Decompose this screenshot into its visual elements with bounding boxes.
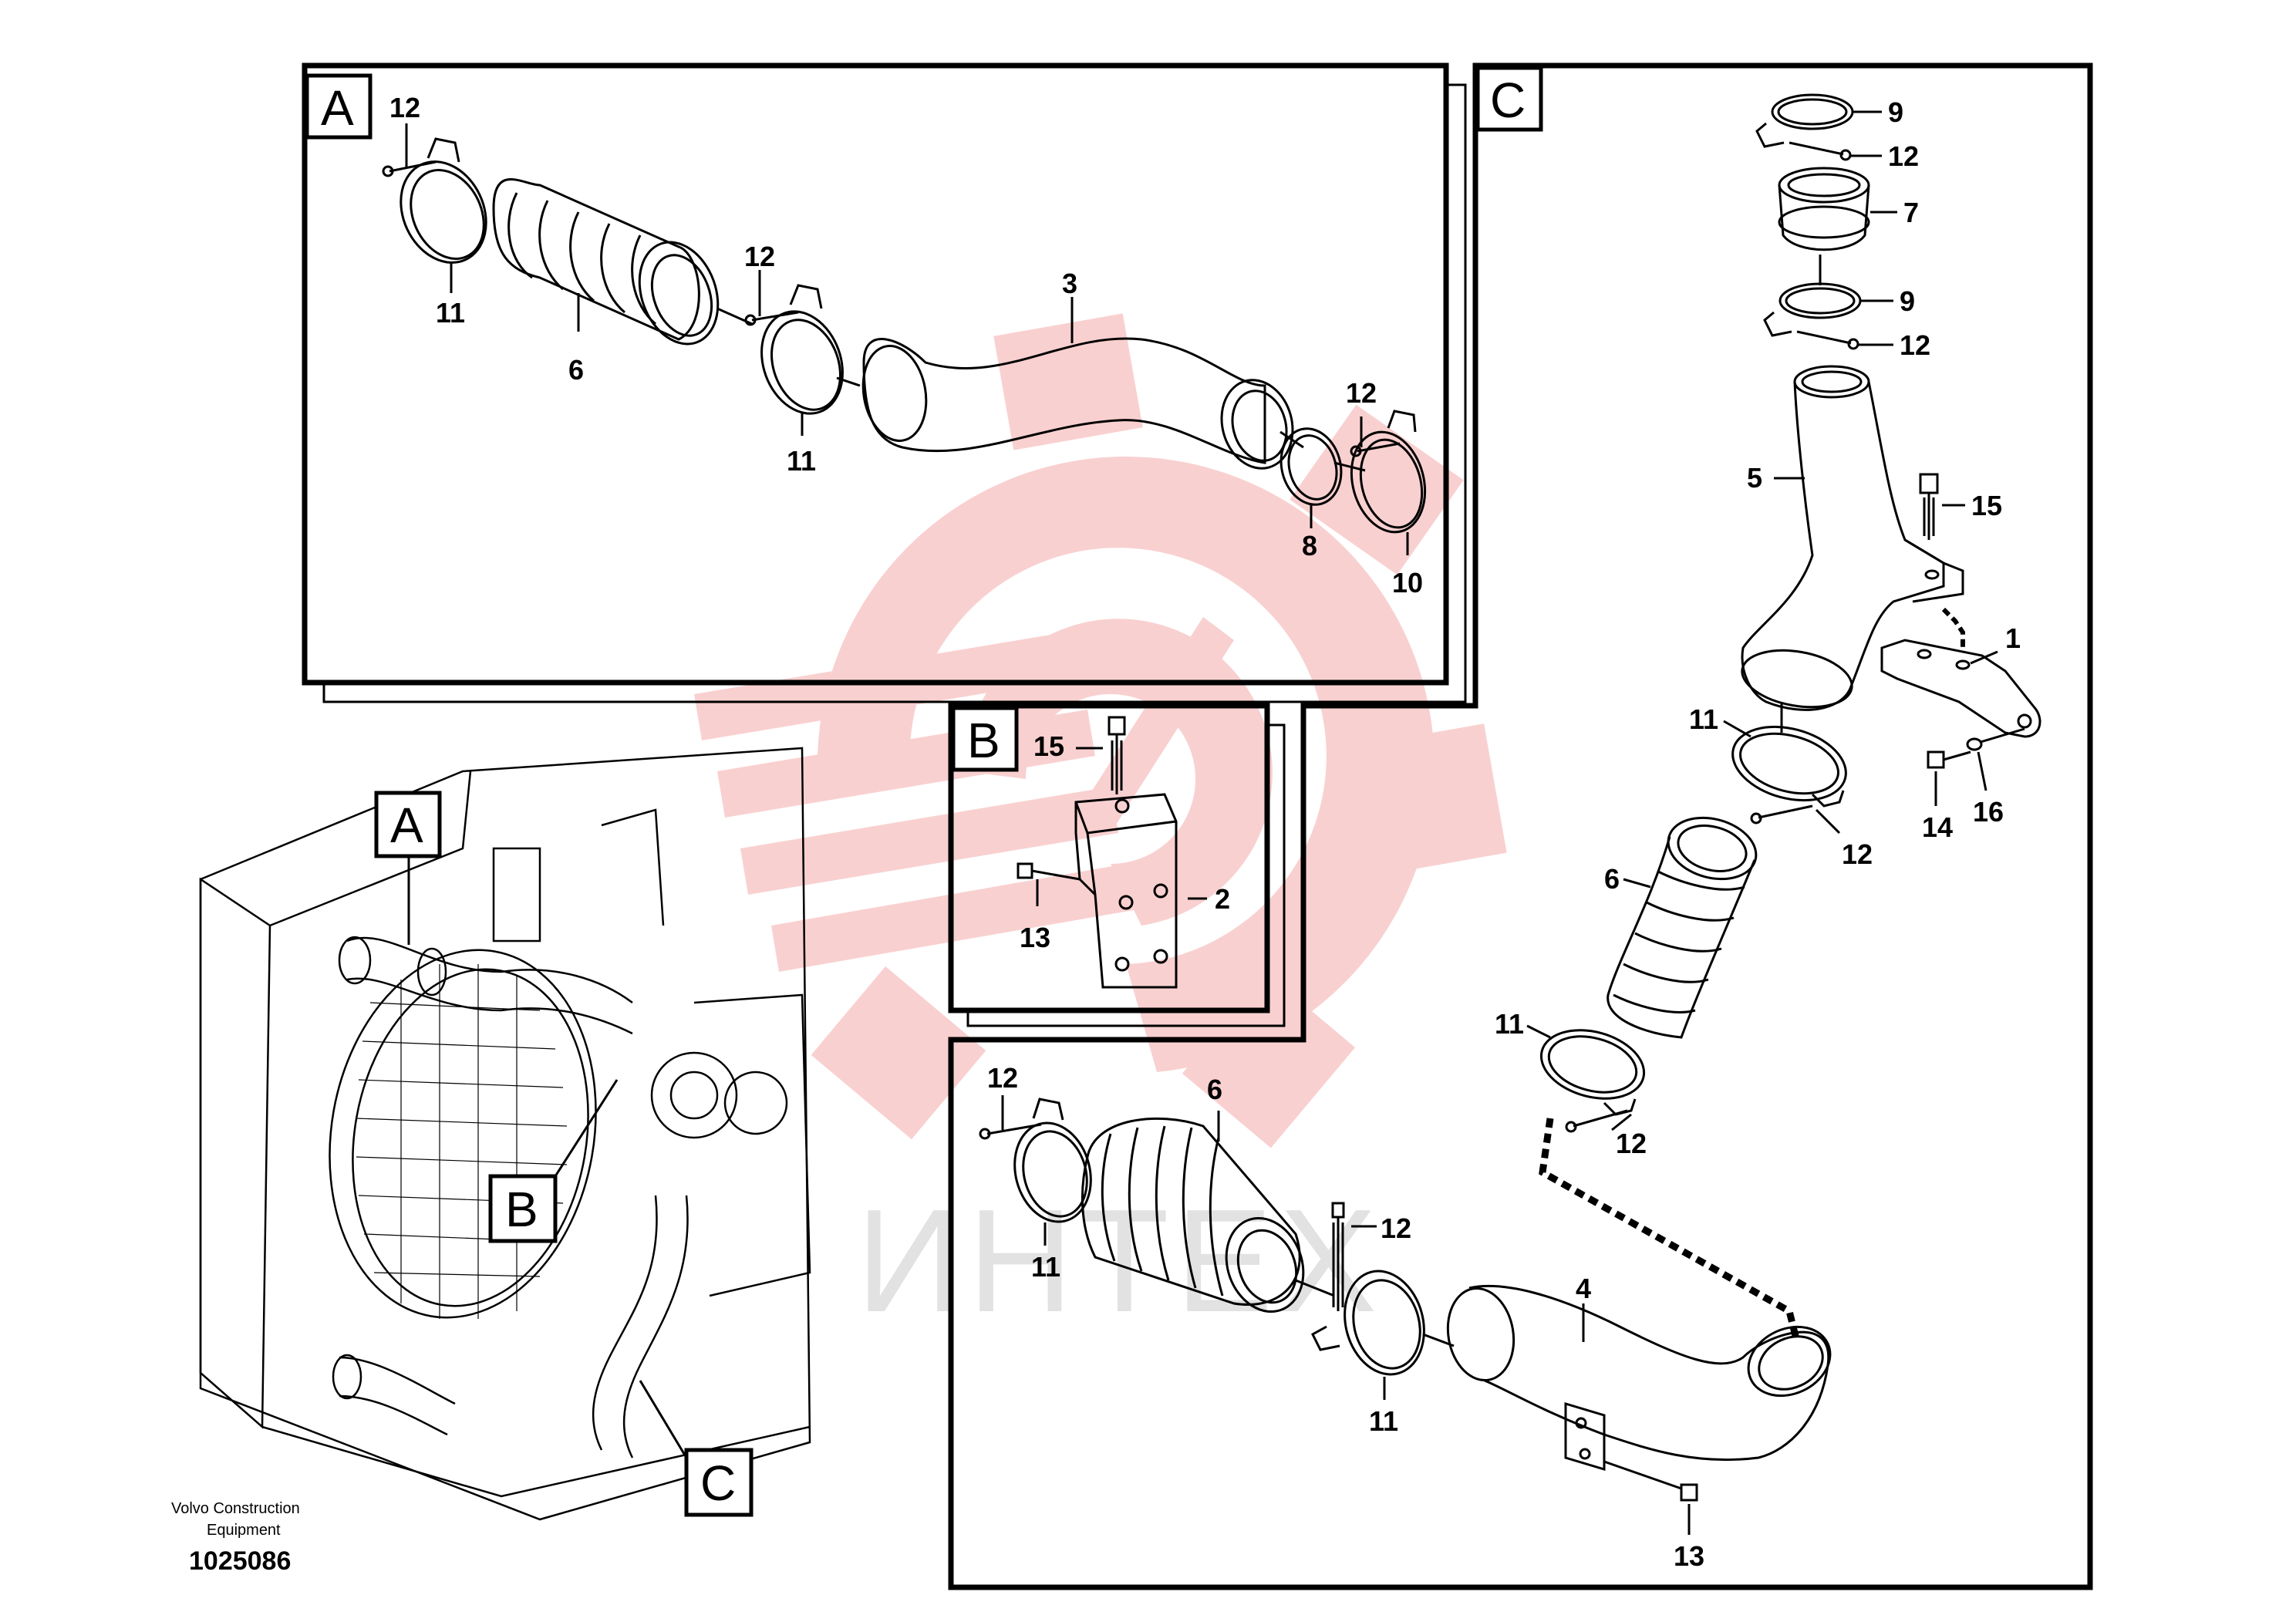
svg-text:12: 12 [1616,1128,1647,1159]
svg-text:10: 10 [1392,567,1423,599]
svg-text:12: 12 [1381,1212,1411,1244]
bolt-12-lower [1331,1202,1345,1311]
svg-text:9: 9 [1900,285,1915,317]
overview-label-c: C [684,1448,754,1517]
svg-text:12: 12 [1842,838,1873,870]
overview-engine-drawing [199,747,811,1521]
lower-c-parts [979,1095,1832,1535]
section-c-frame [948,62,2093,1590]
bracket-2 [1074,793,1178,989]
section-b-frame [948,703,1286,1027]
bolt-14 [1927,750,1971,769]
elbow-pipe-4 [1446,1285,1832,1472]
section-a-parts [382,123,1427,555]
corrugated-hose-6-c [1607,816,1758,1039]
svg-text:13: 13 [1674,1540,1704,1572]
svg-text:16: 16 [1973,796,2004,828]
washer-16 [1966,737,1983,751]
overview-label-b: B [488,1174,558,1243]
section-b-label: B [951,706,1019,772]
section-a-label: A [305,73,373,140]
section-c-callouts: 9 12 7 9 12 5 15 1 11 12 14 16 6 11 12 [1495,96,2021,1159]
svg-text:3: 3 [1062,268,1077,299]
svg-text:6: 6 [1604,863,1620,895]
lower-c-callouts: 12 6 11 12 4 11 13 [987,1062,1704,1572]
overview-label-a: A [374,791,442,858]
svg-text:12: 12 [1900,329,1930,361]
hose-clamp-11-d [1539,1029,1646,1100]
svg-text:11: 11 [787,445,816,477]
bolt-13-lower [1603,1460,1698,1502]
svg-text:13: 13 [1020,922,1050,953]
svg-text:7: 7 [1903,197,1919,228]
cooling-fan [329,949,597,1319]
intake-pipe-3 [861,337,1294,470]
corrugated-hose-6-d [1081,1117,1305,1313]
svg-text:C: C [700,1455,736,1511]
svg-text:11: 11 [1031,1251,1060,1283]
svg-text:A: A [321,80,354,136]
section-c-label: C [1475,66,1543,132]
svg-text:12: 12 [389,92,420,123]
bracket-1 [1880,639,2041,738]
section-b-parts [1017,716,1207,989]
svg-text:12: 12 [1888,140,1919,172]
hose-clamp-11-c [1731,725,1847,802]
hose-clamp-11-f [1344,1270,1425,1376]
y-pipe-5 [1741,365,1964,711]
publisher-caption: Volvo Construction Equipment 1025086 [171,1500,300,1576]
svg-text:6: 6 [568,354,584,386]
bolt-13-b [1017,862,1081,881]
svg-text:A: A [390,798,423,853]
svg-text:12: 12 [1346,377,1377,409]
watermark-text: ИНТЕХ [856,1179,1383,1343]
hose-clamp-11-b [760,310,844,415]
coupling-7 [1778,167,1870,251]
section-c-parts [1526,93,2041,1344]
corrugated-hose-6-a [492,178,720,346]
svg-text:8: 8 [1302,530,1317,561]
svg-text:12: 12 [987,1062,1018,1094]
svg-text:14: 14 [1922,811,1953,843]
o-ring-8 [1279,427,1343,506]
svg-text:11: 11 [436,297,465,329]
svg-text:15: 15 [1033,730,1064,762]
document-number: 1025086 [189,1546,291,1576]
svg-text:B: B [967,713,1000,768]
svg-text:11: 11 [1689,703,1718,735]
section-a-callouts: 12 11 6 12 11 3 12 8 10 [389,92,1423,599]
svg-text:11: 11 [1369,1405,1398,1437]
section-b-callouts: 15 2 13 [1020,730,1230,953]
svg-text:4: 4 [1576,1273,1591,1304]
section-a-frame [302,62,1467,703]
svg-text:15: 15 [1971,490,2002,521]
svg-text:6: 6 [1207,1074,1222,1105]
bolt-15-c [1919,473,1939,540]
svg-text:11: 11 [1495,1008,1524,1040]
svg-text:2: 2 [1215,883,1230,915]
svg-text:Volvo Construction: Volvo Construction [171,1500,300,1517]
svg-text:12: 12 [744,241,775,272]
svg-text:B: B [505,1182,538,1237]
svg-text:Equipment: Equipment [207,1522,281,1539]
svg-text:5: 5 [1747,462,1762,494]
svg-text:1: 1 [2005,622,2021,654]
hose-clamp-10 [1350,430,1427,534]
bolt-15-b [1108,716,1126,794]
svg-text:9: 9 [1888,96,1903,128]
svg-text:C: C [1490,73,1526,128]
